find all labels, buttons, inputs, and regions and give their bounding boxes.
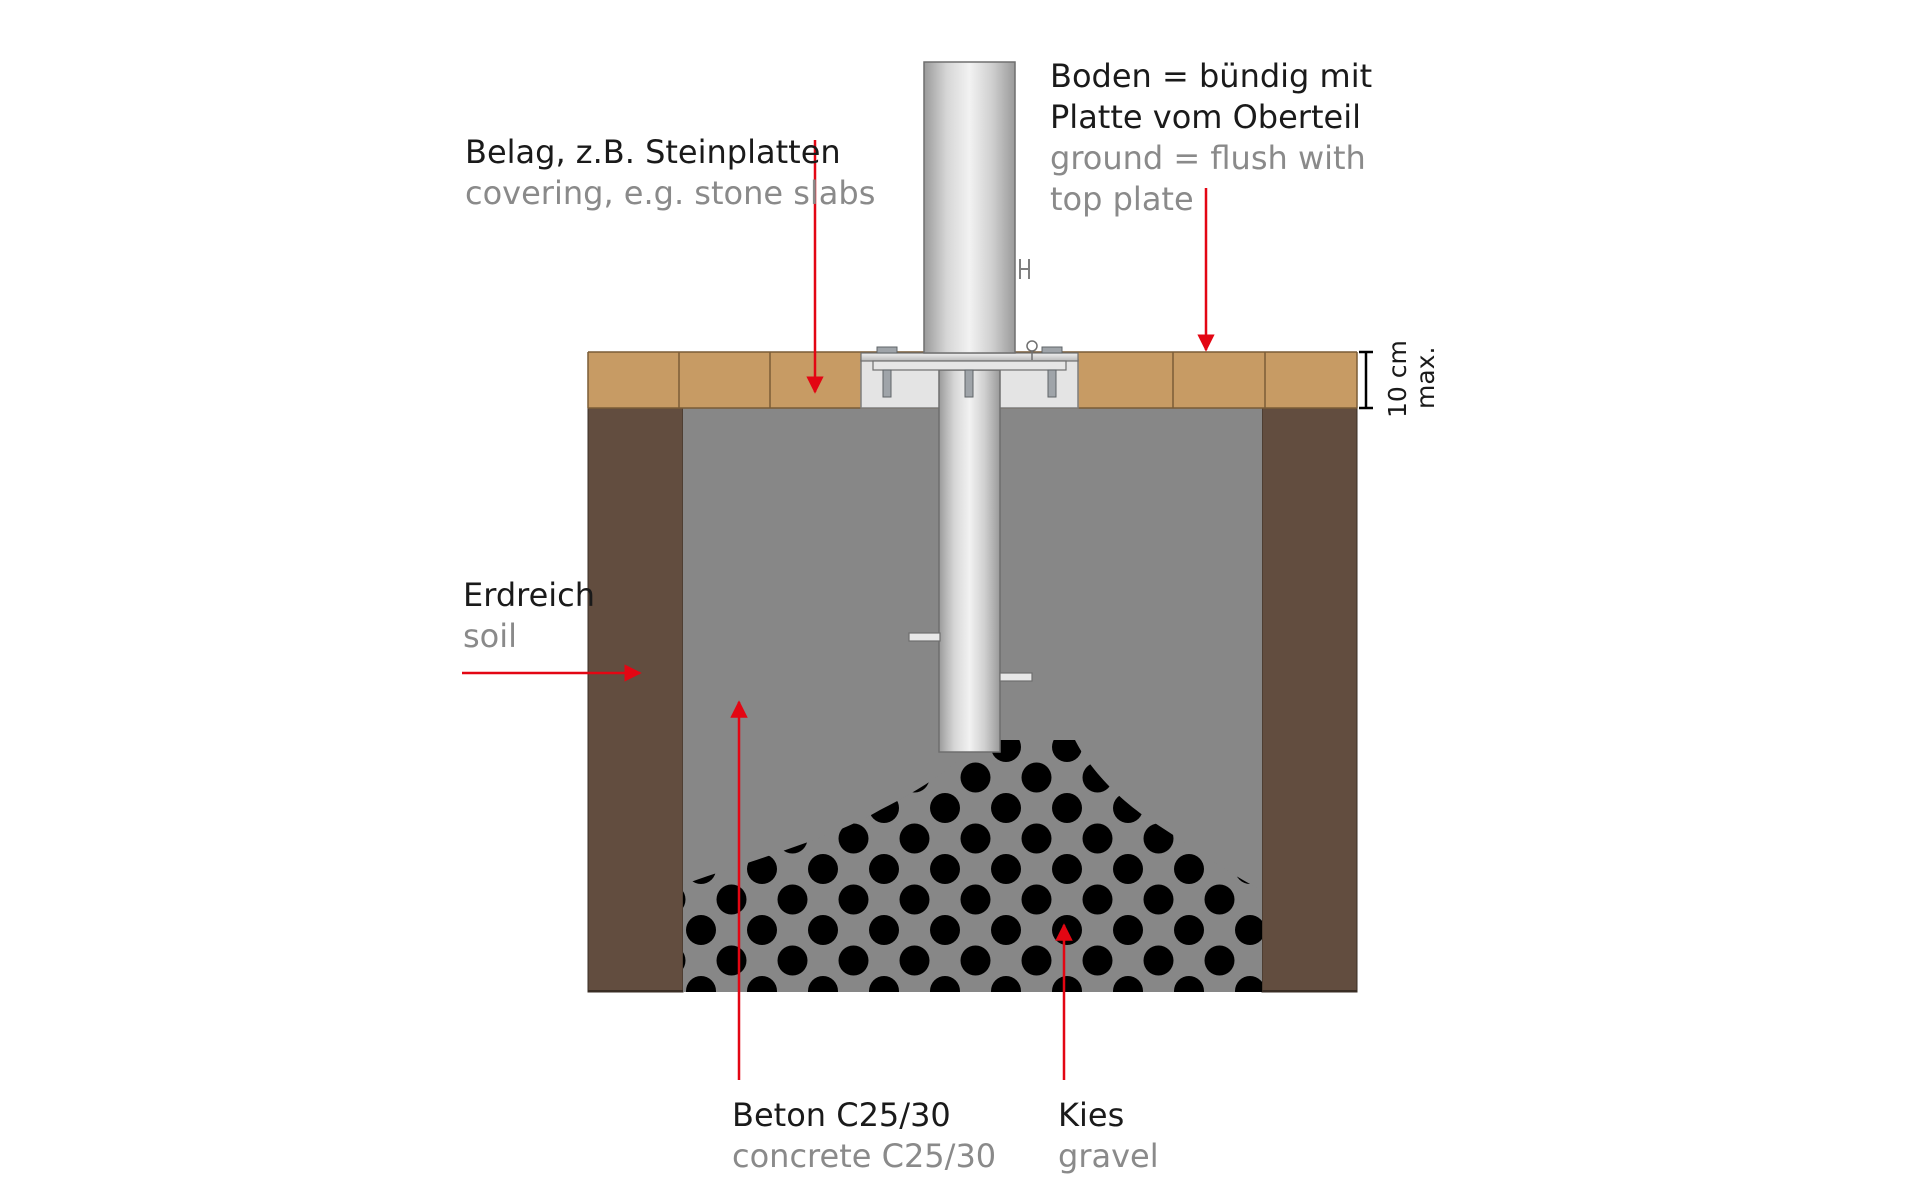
bollard-hinge <box>1019 259 1030 279</box>
dimension-value: 10 cm <box>1383 340 1412 418</box>
gravel-stone <box>930 915 960 945</box>
dimension-label: 10 cm max. <box>1383 340 1453 418</box>
plate-flange <box>872 360 1067 371</box>
gravel-stone <box>808 854 838 884</box>
gravel-stone <box>1052 740 1082 762</box>
gravel-stone <box>960 762 991 793</box>
gravel-stone <box>686 915 716 945</box>
gravel-stone <box>1052 854 1082 884</box>
gravel-stone <box>747 915 777 945</box>
gravel-stone <box>838 884 869 915</box>
gravel-stone <box>1143 884 1174 915</box>
gravel-stone <box>1113 976 1143 992</box>
gravel-stone <box>1143 823 1174 854</box>
gravel-stone <box>1052 793 1082 823</box>
gravel-stone <box>960 823 991 854</box>
gravel-stone <box>1113 854 1143 884</box>
label-boden-de-2: Platte vom Oberteil <box>1050 98 1361 136</box>
gravel-stone <box>899 823 930 854</box>
gravel-stone <box>1021 945 1052 976</box>
top-plate <box>860 352 1079 362</box>
lock-ring-icon <box>1026 340 1038 360</box>
gravel-stone <box>1204 884 1235 915</box>
soil-left <box>587 407 684 993</box>
gravel-stone <box>838 945 869 976</box>
gravel-stone <box>838 823 869 854</box>
gravel-stone <box>930 976 960 992</box>
label-kies: Kies gravel <box>1058 1095 1159 1177</box>
gravel-stone <box>991 854 1021 884</box>
gravel-stone <box>777 884 808 915</box>
label-erdreich: Erdreich soil <box>463 575 595 657</box>
gravel-stone <box>1052 915 1082 945</box>
gravel-stone <box>1082 884 1113 915</box>
gravel-stone <box>1235 976 1262 992</box>
gravel-stone <box>1174 915 1204 945</box>
gravel-stone <box>1052 976 1082 992</box>
gravel-stone <box>747 976 777 992</box>
label-boden: Boden = bündig mit Platte vom Oberteil g… <box>1050 56 1372 220</box>
gravel-stone <box>991 793 1021 823</box>
label-boden-en-2: top plate <box>1050 180 1194 218</box>
gravel-stone <box>716 945 747 976</box>
label-beton-de: Beton C25/30 <box>732 1096 951 1134</box>
gravel-stone <box>991 976 1021 992</box>
gravel-stone <box>1082 945 1113 976</box>
gravel-stone <box>869 976 899 992</box>
gravel-stone <box>930 793 960 823</box>
label-kies-en: gravel <box>1058 1137 1159 1175</box>
gravel-stone <box>869 915 899 945</box>
gravel-stone <box>991 915 1021 945</box>
gravel-stone <box>1174 976 1204 992</box>
gravel-stone <box>1021 884 1052 915</box>
label-boden-en-1: ground = flush with <box>1050 139 1366 177</box>
gravel-stone <box>960 884 991 915</box>
dimension-qualifier: max. <box>1411 346 1440 409</box>
label-kies-de: Kies <box>1058 1096 1125 1134</box>
gravel-stone <box>1174 854 1204 884</box>
gravel-stone <box>1082 823 1113 854</box>
gravel-stone <box>869 854 899 884</box>
label-belag-en: covering, e.g. stone slabs <box>465 174 876 212</box>
anchor-bar-right <box>999 672 1033 682</box>
gravel-stone <box>960 945 991 976</box>
gravel-stone <box>777 945 808 976</box>
gravel-stone <box>1143 945 1174 976</box>
soil-right <box>1261 407 1358 993</box>
label-erdreich-en: soil <box>463 617 518 655</box>
gravel-stone <box>1021 823 1052 854</box>
gravel-stone <box>899 945 930 976</box>
bollard-post <box>923 61 1016 354</box>
label-beton-en: concrete C25/30 <box>732 1137 997 1175</box>
gravel-stone <box>808 976 838 992</box>
dimension-bracket <box>1359 350 1373 410</box>
gravel-stone <box>1235 915 1262 945</box>
gravel-stone <box>930 854 960 884</box>
gravel-stone <box>808 915 838 945</box>
label-belag-de: Belag, z.B. Steinplatten <box>465 133 841 171</box>
label-boden-de-1: Boden = bündig mit <box>1050 57 1373 95</box>
gravel-stone <box>716 884 747 915</box>
label-erdreich-de: Erdreich <box>463 576 596 614</box>
anchor-bar-left <box>908 632 941 642</box>
label-beton: Beton C25/30 concrete C25/30 <box>732 1095 996 1177</box>
gravel-stone <box>991 740 1021 762</box>
gravel-stone <box>1113 915 1143 945</box>
gravel-stone <box>747 854 777 884</box>
gravel-stone <box>899 884 930 915</box>
ground-sleeve <box>938 369 1001 753</box>
gravel-stone <box>686 976 716 992</box>
gravel-stone <box>1204 945 1235 976</box>
label-belag: Belag, z.B. Steinplatten covering, e.g. … <box>465 132 875 214</box>
gravel-stone <box>1021 762 1052 793</box>
